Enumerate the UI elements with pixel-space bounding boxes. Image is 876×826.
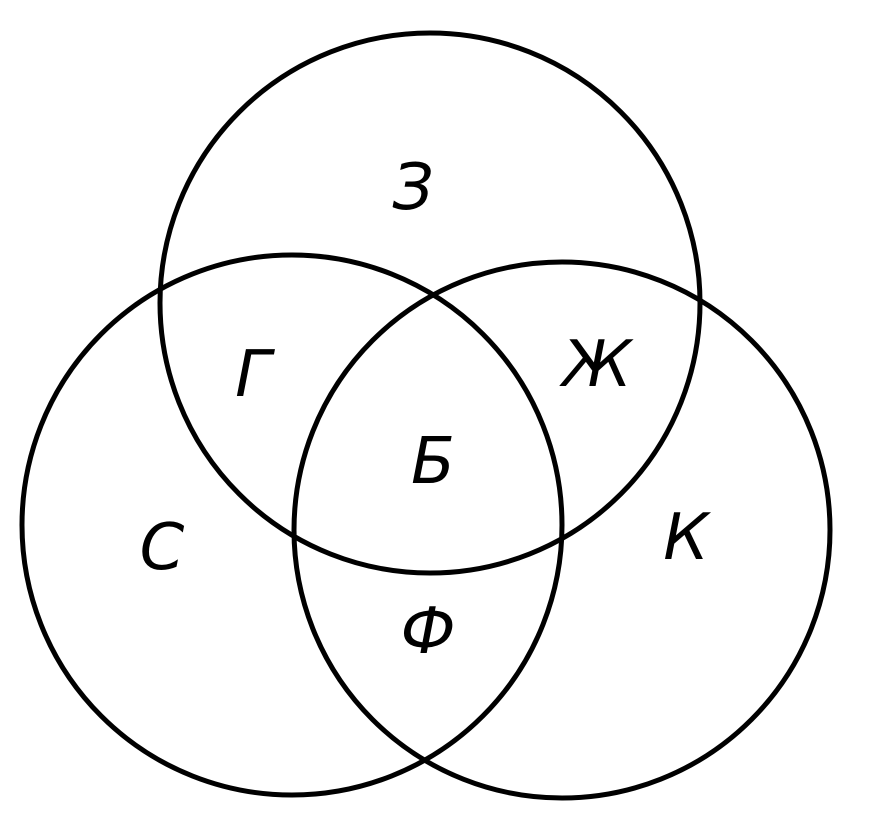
label-top-left: Г: [235, 338, 275, 412]
right-circle: [291, 259, 833, 801]
label-right-only: К: [663, 501, 711, 575]
label-top-right: Ж: [559, 328, 635, 402]
label-top-only: З: [392, 151, 433, 225]
label-left-only: С: [140, 511, 185, 585]
left-circle: [19, 252, 565, 798]
label-center: Б: [411, 425, 455, 499]
label-left-right: Ф: [400, 595, 455, 669]
